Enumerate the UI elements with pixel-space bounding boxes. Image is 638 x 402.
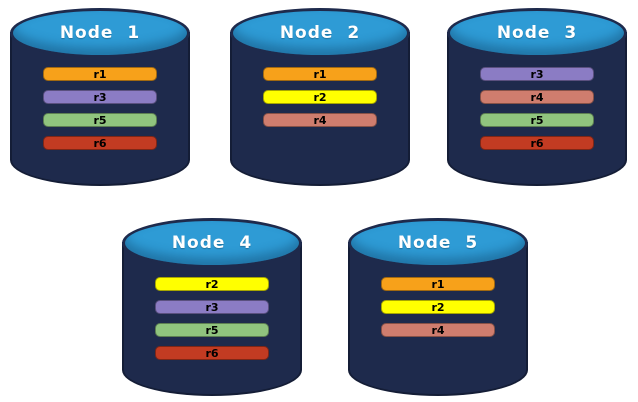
replica-bar-r1: r1 <box>43 67 157 81</box>
node-cylinder-5: Node 5 r1 r2 r4 <box>348 218 528 396</box>
replica-bar-r5: r5 <box>480 113 594 127</box>
replica-bar-r2: r2 <box>381 300 495 314</box>
replica-bar-r2: r2 <box>263 90 377 104</box>
node-cylinder-4: Node 4 r2 r3 r5 r6 <box>122 218 302 396</box>
replica-bar-r5: r5 <box>43 113 157 127</box>
replica-bar-r6: r6 <box>43 136 157 150</box>
cylinder-top-ellipse: Node 1 <box>10 8 190 58</box>
cylinder-top-ellipse: Node 5 <box>348 218 528 268</box>
replica-list: r1 r2 r4 <box>230 67 410 136</box>
cylinder-top-ellipse: Node 4 <box>122 218 302 268</box>
replica-list: r2 r3 r5 r6 <box>122 277 302 369</box>
replica-bar-r4: r4 <box>263 113 377 127</box>
replica-bar-r1: r1 <box>381 277 495 291</box>
replica-bar-r1: r1 <box>263 67 377 81</box>
replica-bar-r6: r6 <box>480 136 594 150</box>
replica-bar-r4: r4 <box>381 323 495 337</box>
replica-list: r3 r4 r5 r6 <box>447 67 627 159</box>
replica-list: r1 r2 r4 <box>348 277 528 346</box>
cylinder-top-ellipse: Node 3 <box>447 8 627 58</box>
node-cylinder-3: Node 3 r3 r4 r5 r6 <box>447 8 627 186</box>
node-title: Node 2 <box>279 23 361 43</box>
node-cylinder-1: Node 1 r1 r3 r5 r6 <box>10 8 190 186</box>
node-title: Node 1 <box>59 23 141 43</box>
node-title: Node 3 <box>496 23 578 43</box>
replica-bar-r6: r6 <box>155 346 269 360</box>
replica-bar-r2: r2 <box>155 277 269 291</box>
replica-bar-r3: r3 <box>480 67 594 81</box>
replica-list: r1 r3 r5 r6 <box>10 67 190 159</box>
cylinder-top-ellipse: Node 2 <box>230 8 410 58</box>
replica-bar-r3: r3 <box>43 90 157 104</box>
node-title: Node 4 <box>171 233 253 253</box>
replica-bar-r3: r3 <box>155 300 269 314</box>
node-title: Node 5 <box>397 233 479 253</box>
replica-bar-r5: r5 <box>155 323 269 337</box>
node-cylinder-2: Node 2 r1 r2 r4 <box>230 8 410 186</box>
replica-bar-r4: r4 <box>480 90 594 104</box>
